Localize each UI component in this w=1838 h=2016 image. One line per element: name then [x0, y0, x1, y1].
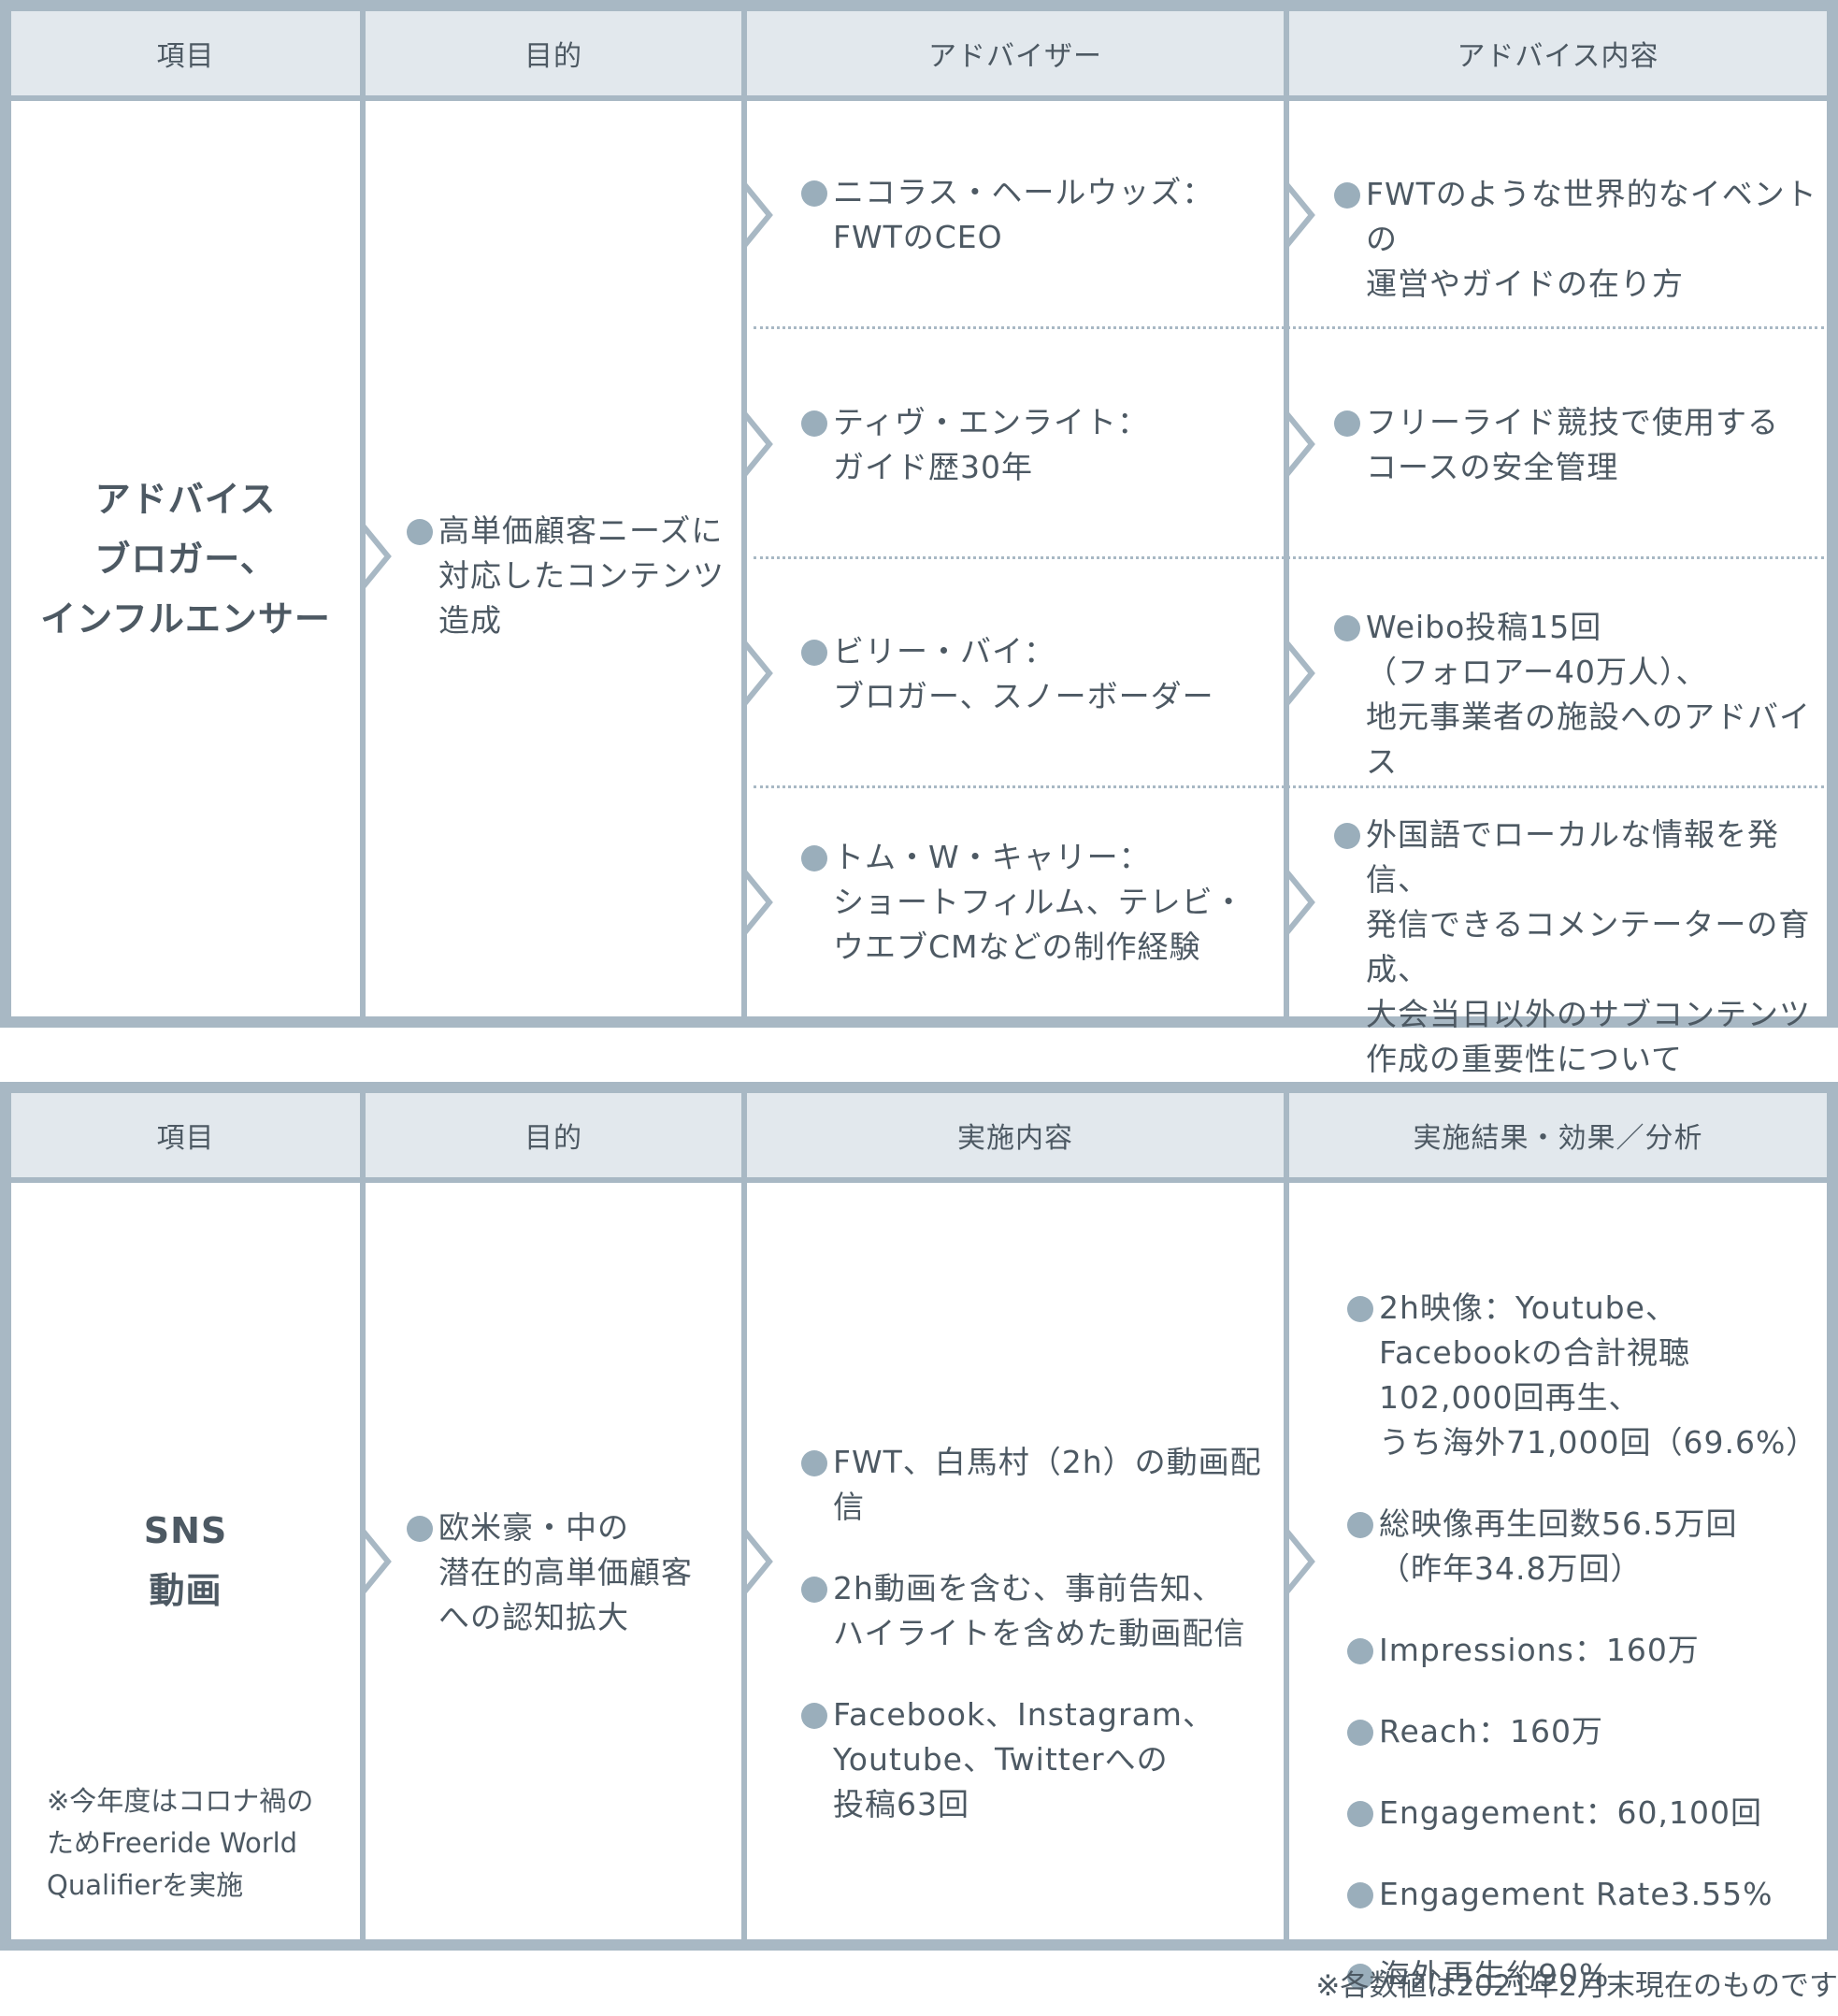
row-divider	[754, 785, 1824, 788]
content-item: FWT、白馬村（2h）の動画配信	[801, 1440, 1284, 1530]
purpose-text: 高単価顧客ニーズに 対応したコンテンツ 造成	[407, 509, 725, 643]
header-purpose: 目的	[366, 11, 741, 95]
advice-2: フリーライド競技で使用する コースの安全管理	[1334, 400, 1779, 490]
results-cell: 2h映像：Youtube、 Facebookの合計視聴 102,000回再生、 …	[1289, 1183, 1827, 1994]
advice-1: FWTのような世界的なイベントの 運営やガイドの在り方	[1334, 172, 1827, 307]
adviser-1: ニコラス・ヘールウッズ： FWTのCEO	[801, 170, 1213, 260]
footnote: ※各数値は2021年2月末現在のものです	[1315, 1969, 1838, 2003]
content-item: Facebook、Instagram、 Youtube、Twitterへの 投稿…	[801, 1692, 1284, 1827]
purpose-text: 欧米豪・中の 潜在的高単価顧客 への認知拡大	[407, 1505, 693, 1640]
adviser-2: ティヴ・エンライト： ガイド歴30年	[801, 400, 1149, 490]
result-item: 海外再生約90%	[1347, 1953, 1817, 1998]
advice-table: 項目 目的 アドバイザー アドバイス内容 アドバイス ブロガー、 インフルエンサ…	[0, 0, 1838, 1077]
row-divider	[754, 326, 1824, 329]
contents-cell: FWT、白馬村（2h）の動画配信 2h動画を含む、事前告知、 ハイライトを含めた…	[747, 1183, 1284, 1939]
result-item: Engagement Rate3.55%	[1347, 1872, 1817, 1917]
adviser-4: トム・W・キャリー： ショートフィルム、テレビ・ ウエブCMなどの制作経験	[801, 835, 1245, 970]
item-cell: SNS 動画 ※今年度はコロナ禍の ためFreeride World Quali…	[11, 1183, 360, 1939]
row-divider	[754, 556, 1824, 559]
sns-table: 項目 目的 実施内容 実施結果・効果／分析 SNS 動画 ※今年度はコロナ禍の …	[0, 1082, 1838, 1994]
content-item: 2h動画を含む、事前告知、 ハイライトを含めた動画配信	[801, 1566, 1284, 1656]
header-advice: アドバイス内容	[1289, 11, 1827, 95]
purpose-cell: 高単価顧客ニーズに 対応したコンテンツ 造成	[366, 101, 741, 1016]
header-item: 項目	[11, 11, 360, 95]
header-purpose: 目的	[366, 1093, 741, 1177]
item-label: SNS 動画	[143, 1510, 228, 1611]
item-label: アドバイス ブロガー、 インフルエンサー	[40, 479, 331, 640]
result-item: Impressions：160万	[1347, 1628, 1817, 1673]
header-item: 項目	[11, 1093, 360, 1177]
purpose-cell: 欧米豪・中の 潜在的高単価顧客 への認知拡大	[366, 1183, 741, 1939]
item-cell: アドバイス ブロガー、 インフルエンサー	[11, 101, 360, 1016]
header-contents: 実施内容	[747, 1093, 1284, 1177]
note-text: ※今年度はコロナ禍の ためFreeride World Qualifierを実施	[47, 1785, 314, 1901]
result-item: 総映像再生回数56.5万回 （昨年34.8万回）	[1347, 1502, 1817, 1591]
advice-4: 外国語でローカルな情報を発信、 発信できるコメンテーターの育成、 大会当日以外の…	[1334, 813, 1827, 1082]
result-item: Engagement：60,100回	[1347, 1791, 1817, 1836]
header-adviser: アドバイザー	[747, 11, 1284, 95]
header-results: 実施結果・効果／分析	[1289, 1093, 1827, 1177]
adviser-3: ビリー・バイ： ブロガー、スノーボーダー	[801, 629, 1214, 719]
advice-3: Weibo投稿15回 （フォロアー40万人）、 地元事業者の施設へのアドバイス	[1334, 605, 1827, 785]
result-item: Reach：160万	[1347, 1709, 1817, 1754]
result-item: 2h映像：Youtube、 Facebookの合計視聴 102,000回再生、 …	[1347, 1286, 1817, 1465]
